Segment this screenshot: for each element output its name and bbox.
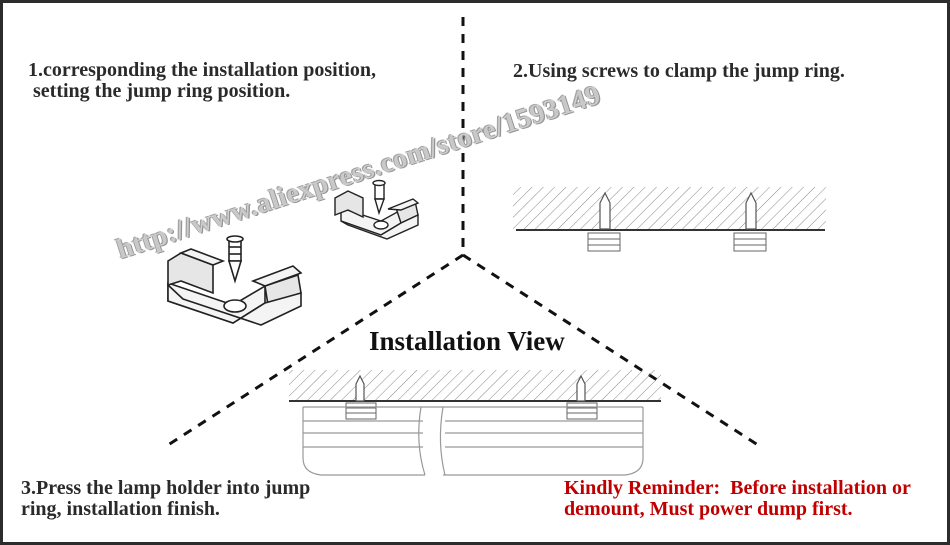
- step-2-text: 2.Using screws to clamp the jump ring.: [513, 60, 845, 82]
- reminder-line-2: demount, Must power dump first.: [564, 498, 853, 520]
- step-3-text: 3.Press the lamp holder into jump ring, …: [21, 478, 310, 520]
- divider-lines: [167, 17, 759, 447]
- reminder-line-1: Kindly Reminder: Before installation or: [564, 477, 911, 499]
- step-1-line-2: setting the jump ring position.: [28, 80, 291, 102]
- kindly-reminder: Kindly Reminder: Before installation or …: [564, 478, 911, 520]
- jump-ring-clip-large: [167, 235, 303, 326]
- step-1-text: 1.corresponding the installation positio…: [28, 60, 376, 102]
- step-1-line-1: 1.corresponding the installation positio…: [28, 59, 377, 81]
- installation-view-title: Installation View: [369, 326, 565, 356]
- step-3-line-2: ring, installation finish.: [21, 498, 220, 520]
- left-divider: [167, 253, 464, 447]
- step-3-line-1: 3.Press the lamp holder into jump: [21, 477, 311, 499]
- jump-ring-clip-small: [334, 179, 420, 240]
- installed-lamp: [289, 370, 661, 476]
- diagram-artwork: [167, 17, 826, 476]
- right-divider: [462, 253, 759, 447]
- ceiling-with-screws: [513, 187, 826, 252]
